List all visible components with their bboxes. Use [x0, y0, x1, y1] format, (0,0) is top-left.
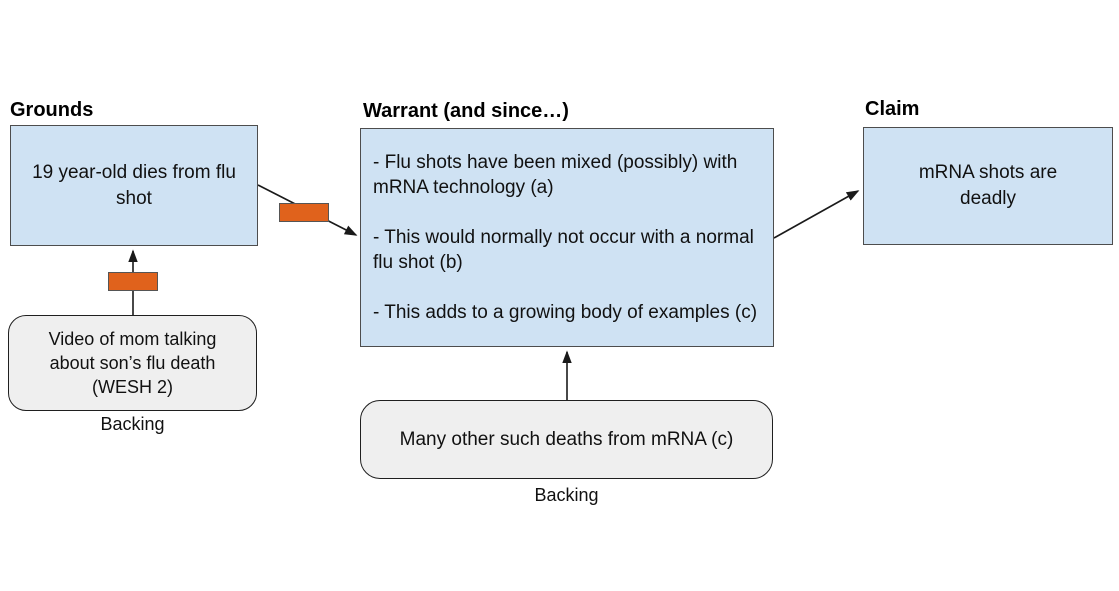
warrant-item: - Flu shots have been mixed (possibly) w… — [373, 152, 738, 198]
backing-grounds-box: Video of mom talking about son’s flu dea… — [8, 315, 257, 411]
grounds-label: Grounds — [10, 99, 94, 121]
backing-grounds-caption: Backing — [100, 414, 165, 434]
claim-label: Claim — [865, 98, 920, 120]
warrant-box: - Flu shots have been mixed (possibly) w… — [360, 128, 774, 347]
grounds-box: 19 year-old dies from flu shot — [10, 125, 258, 246]
warrant-to-claim-arrow — [773, 190, 860, 239]
backing-grounds-text: Video of mom talking about son’s flu dea… — [48, 329, 217, 397]
warrant-item: - This would normally not occur with a n… — [373, 227, 754, 273]
backing-warrant-caption: Backing — [534, 485, 599, 505]
claim-text: mRNA shots are deadly — [918, 162, 1058, 209]
backing-grounds-connector-marker — [108, 272, 158, 291]
backing-warrant-text: Many other such deaths from mRNA (c) — [399, 429, 734, 450]
warrant-label: Warrant (and since…) — [363, 100, 569, 122]
claim-box: mRNA shots are deadly — [863, 127, 1113, 245]
grounds-text: 19 year-old dies from flu shot — [32, 161, 236, 209]
warrant-item: - This adds to a growing body of example… — [373, 302, 758, 323]
grounds-warrant-connector-marker — [279, 203, 329, 222]
backing-warrant-box: Many other such deaths from mRNA (c) — [360, 400, 773, 479]
